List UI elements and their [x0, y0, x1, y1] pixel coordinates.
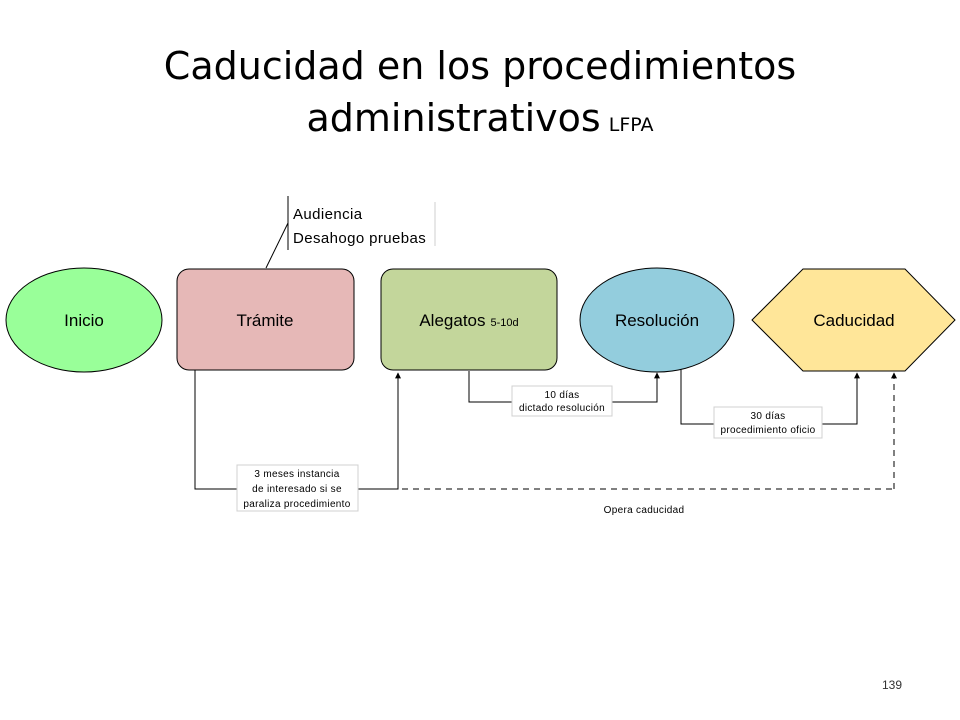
- title-line-2-text: administrativos: [306, 96, 601, 140]
- slide-title: Caducidad en los procedimientos administ…: [0, 40, 960, 151]
- callout-leader-line: [265, 222, 289, 269]
- alegatos-label-days: 5-10d: [491, 317, 519, 329]
- note-dictado-box: [511, 385, 613, 417]
- alegatos-label: Alegatos 5-10d: [419, 311, 518, 330]
- node-alegatos: Alegatos 5-10d: [380, 268, 558, 371]
- callout-line-1: Audiencia: [293, 206, 363, 223]
- connector-dictado-resolucion: 10 días dictado resolución: [468, 371, 660, 417]
- callout-line-2: Desahogo pruebas: [293, 230, 426, 247]
- title-line-1: Caducidad en los procedimientos: [163, 44, 797, 88]
- alegatos-shape: [380, 268, 558, 371]
- inicio-label: Inicio: [64, 311, 104, 330]
- node-resolucion: Resolución: [579, 267, 735, 373]
- node-inicio: Inicio: [5, 267, 163, 373]
- note-instancia-line-3: paraliza procedimiento: [243, 499, 350, 510]
- note-oficio-line-2: procedimiento oficio: [721, 425, 816, 436]
- node-caducidad: Caducidad: [751, 268, 956, 372]
- note-dictado-line-2: dictado resolución: [519, 403, 605, 414]
- title-suffix: LFPA: [608, 114, 654, 136]
- note-oficio-box: [713, 406, 823, 439]
- caducidad-shape: [751, 268, 956, 372]
- alegatos-label-main: Alegatos: [419, 311, 485, 330]
- tramite-shape: [176, 268, 355, 371]
- note-instancia-box: [236, 464, 359, 512]
- connector-procedimiento-oficio: 30 días procedimiento oficio: [680, 369, 860, 439]
- node-tramite: Trámite: [176, 268, 355, 371]
- note-instancia-line-2: de interesado si se: [252, 484, 342, 495]
- audiencia-callout: Audiencia Desahogo pruebas: [265, 196, 436, 269]
- caducidad-label: Caducidad: [813, 311, 894, 330]
- resolucion-label: Resolución: [615, 311, 699, 330]
- tramite-label: Trámite: [237, 311, 294, 330]
- note-opera-caducidad: Opera caducidad: [604, 505, 685, 516]
- note-instancia-line-1: 3 meses instancia: [254, 469, 339, 480]
- connector-tres-meses: 3 meses instancia de interesado si se pa…: [194, 370, 897, 516]
- note-dictado-line-1: 10 días: [545, 390, 580, 401]
- title-line-2: administrativos LFPA: [0, 92, 960, 151]
- page-number: 139: [881, 678, 902, 692]
- inicio-shape: [5, 267, 163, 373]
- resolucion-shape: [579, 267, 735, 373]
- note-oficio-line-1: 30 días: [751, 411, 786, 422]
